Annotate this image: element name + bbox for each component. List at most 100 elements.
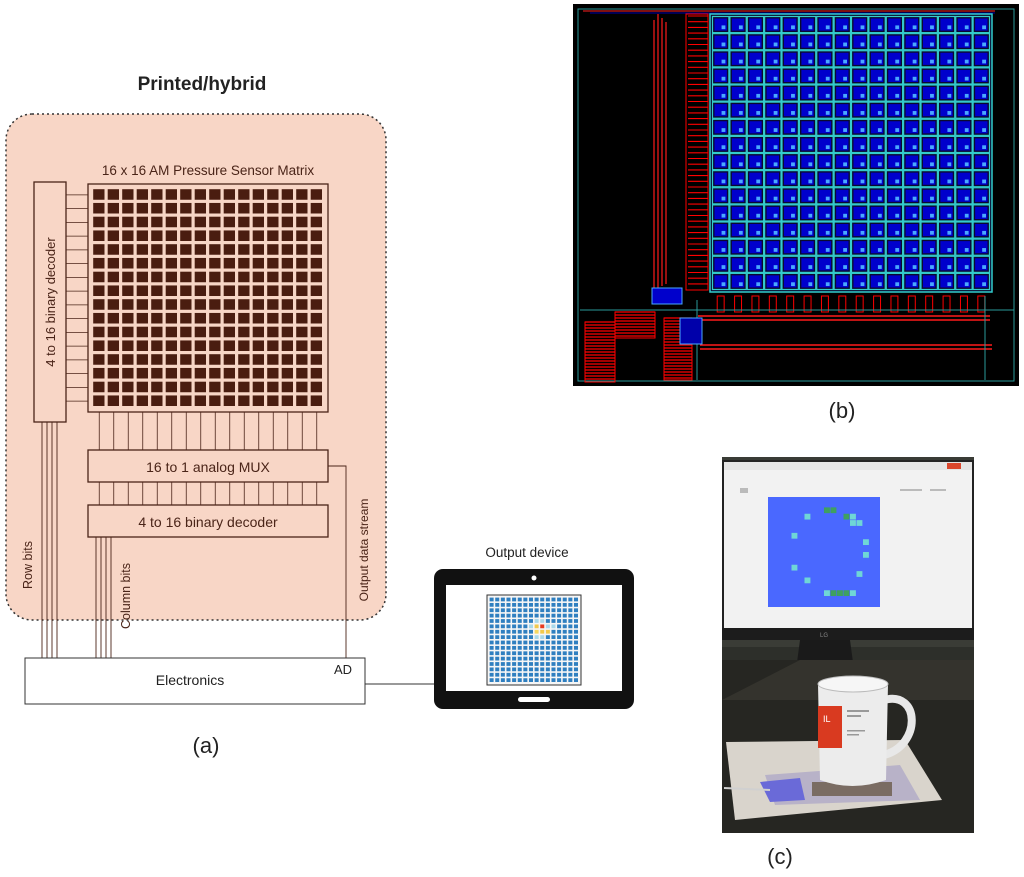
sensor-cell — [136, 216, 148, 228]
pixel-outline — [972, 84, 991, 102]
sensor-cell — [238, 189, 250, 200]
pixel-via — [947, 213, 952, 218]
pixel-outline — [920, 33, 938, 51]
sensor-cell — [180, 395, 192, 406]
sensor-cell — [136, 299, 148, 310]
column-pad — [925, 295, 934, 313]
heatmap-cell — [528, 608, 533, 613]
pixel-via — [982, 230, 987, 235]
pixel-via — [756, 213, 761, 218]
pixel-via — [843, 265, 848, 269]
pixel-via — [947, 128, 952, 132]
photo-heat-cell — [856, 571, 863, 577]
sensor-cell — [136, 354, 148, 365]
photo-heat-cell — [863, 552, 869, 558]
pixel-outline — [833, 272, 852, 291]
sensor-cell — [122, 271, 134, 283]
pixel-via — [843, 213, 848, 218]
heatmap-cell — [500, 662, 505, 666]
sensor-cell — [267, 230, 279, 241]
sensor-cell — [296, 285, 308, 296]
pixel-outline — [798, 84, 817, 102]
heatmap-cell — [528, 662, 533, 666]
heatmap-cell — [545, 602, 550, 607]
sensor-cell — [252, 367, 264, 379]
pixel-via — [825, 248, 830, 252]
pixel-outline — [885, 272, 904, 291]
pixel-outline — [972, 67, 991, 85]
heatmap-cell — [557, 640, 562, 645]
photo-heat-cell — [843, 513, 850, 520]
pixel-outline — [781, 255, 799, 273]
sensor-cell — [296, 244, 308, 255]
heatmap-cell — [500, 640, 505, 645]
heatmap-cell — [545, 678, 550, 682]
sensor-cell — [209, 230, 221, 241]
pixel-via — [843, 162, 848, 167]
heatmap-cell — [512, 619, 517, 623]
sensor-cell — [194, 340, 206, 351]
pixel-outline — [781, 33, 799, 51]
pixel-via — [721, 179, 726, 184]
heatmap-cell — [545, 667, 550, 672]
heatmap-cell — [562, 640, 567, 645]
sensor-cell — [136, 244, 148, 255]
pixel-outline — [729, 272, 747, 291]
pixel-outline — [920, 204, 938, 222]
heatmap-cell — [506, 624, 511, 629]
heatmap-cell — [540, 672, 545, 677]
pixel-via — [930, 265, 934, 269]
sensor-cell — [122, 216, 134, 228]
pixel-via — [773, 111, 778, 115]
heatmap-cell — [545, 629, 550, 634]
heatmap-cell — [573, 608, 578, 613]
sensor-cell — [296, 216, 308, 228]
pixel-outline — [972, 187, 991, 205]
sensor-cell — [238, 299, 250, 310]
pixel-via — [947, 42, 952, 47]
sensor-cell — [267, 299, 279, 310]
pixel-via — [843, 93, 848, 98]
pixel-via — [895, 128, 900, 132]
pixel-via — [877, 179, 882, 184]
pixel-outline — [833, 84, 852, 102]
pixel-outline — [729, 67, 747, 85]
heatmap-cell — [512, 629, 517, 634]
pixel-outline — [868, 33, 886, 51]
tablet-camera — [531, 575, 537, 581]
heatmap-cell — [557, 662, 562, 666]
pixel-outline — [746, 84, 765, 102]
pixel-outline — [746, 221, 765, 239]
heatmap-cell — [500, 608, 505, 613]
sensor-cell — [267, 244, 279, 255]
heatmap-cell — [545, 662, 550, 666]
sensor-cell — [151, 340, 163, 351]
sensor-cell — [136, 395, 148, 406]
pixel-outline — [903, 187, 921, 205]
pixel-via — [738, 213, 743, 218]
sensor-cell — [223, 367, 235, 379]
pixel-via — [877, 93, 882, 98]
heatmap-cell — [540, 624, 545, 629]
pixel-via — [825, 196, 830, 201]
heatmap-cell — [573, 662, 578, 666]
mug-text — [847, 710, 869, 736]
heatmap-cell — [495, 629, 500, 634]
sensor-cell — [267, 367, 279, 379]
sensor-cell — [93, 354, 105, 365]
heatmap-cell — [557, 656, 562, 661]
sensor-cell — [93, 216, 105, 228]
heatmap-cell — [489, 613, 494, 618]
pixel-outline — [816, 204, 834, 222]
pixel-via — [982, 213, 987, 218]
sensor-cell — [151, 299, 163, 310]
heatmap-cell — [557, 619, 562, 623]
sensor-cell — [194, 257, 206, 269]
sensor-cell — [93, 230, 105, 241]
pixel-outline — [729, 50, 747, 68]
pixel-via — [791, 162, 795, 167]
mug-logo — [818, 706, 842, 748]
heatmap-cell — [545, 645, 550, 650]
sensor-cell — [180, 202, 192, 214]
sensor-cell — [180, 230, 192, 241]
